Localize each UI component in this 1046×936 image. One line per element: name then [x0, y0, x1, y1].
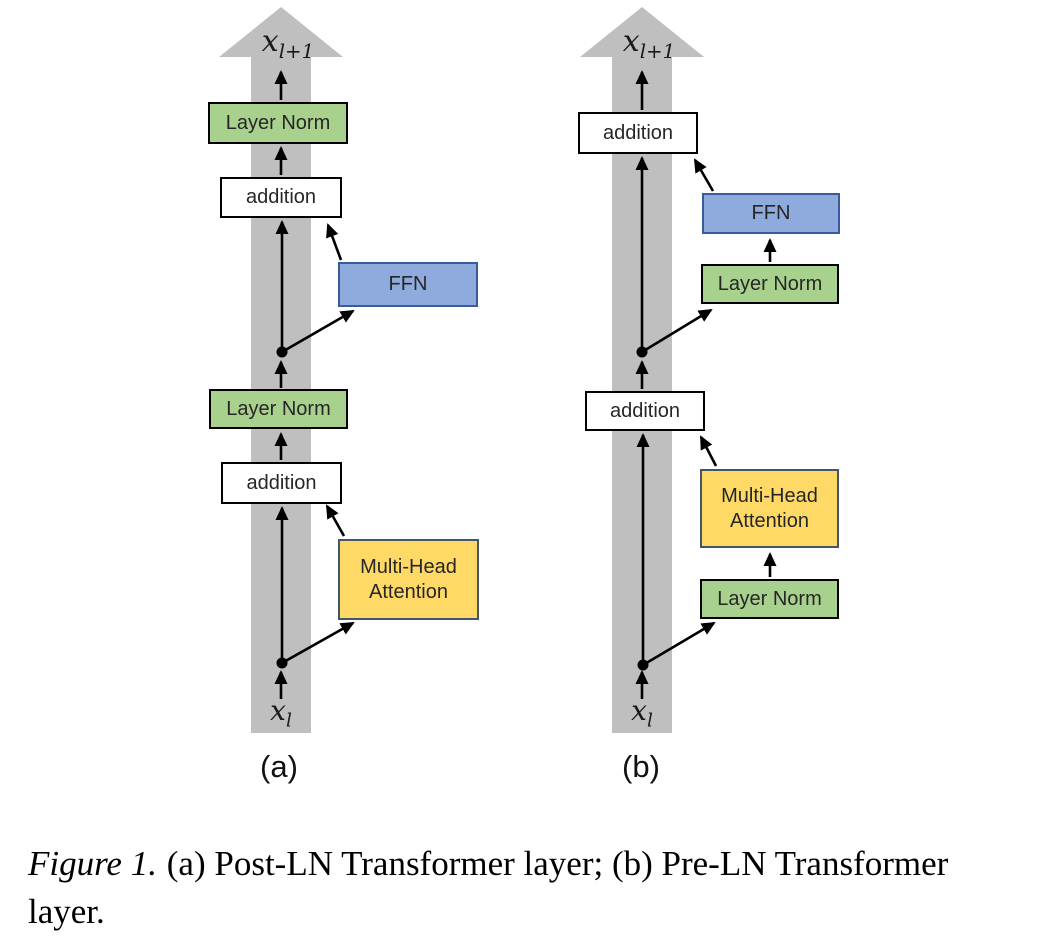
arrow-mha-to-add-a	[325, 504, 346, 537]
layer-norm-lower-box-b: Layer Norm	[700, 579, 839, 619]
input-label-a: xl	[211, 694, 351, 731]
layer-norm-upper-box-b: Layer Norm	[701, 264, 839, 304]
arrows-a	[274, 70, 355, 699]
arrow-ffn-to-add-a	[326, 223, 343, 261]
multi-head-attention-box-b: Multi-Head Attention	[700, 469, 839, 548]
figure-caption: Figure 1.(a) Post-LN Transformer layer; …	[28, 840, 1020, 936]
diagram-label-a: (a)	[260, 749, 298, 784]
mha-label-a: Multi-Head Attention	[360, 555, 457, 604]
diagram-label-b: (b)	[622, 749, 660, 784]
mha-label-line1-a: Multi-Head	[360, 556, 457, 579]
addition-upper-box-b: addition	[578, 112, 698, 154]
arrow-branch-to-ln2-b	[642, 621, 716, 667]
multi-head-attention-box-a: Multi-Head Attention	[338, 539, 479, 620]
math-base: x	[622, 24, 640, 59]
output-label-b: xl+1	[579, 24, 719, 62]
caption-text: (a) Post-LN Transformer layer; (b) Pre-L…	[28, 844, 949, 931]
ffn-box-a: FFN	[338, 262, 478, 307]
branch-dot-lower-b	[637, 659, 649, 671]
ffn-box-b: FFN	[702, 193, 840, 234]
branch-dot-upper-b	[636, 346, 648, 358]
output-label-a: xl+1	[218, 24, 358, 62]
layer-norm-upper-box-a: Layer Norm	[208, 102, 348, 144]
math-sub: l+1	[278, 40, 315, 63]
mha-label-line2-b: Attention	[730, 509, 809, 532]
band-arrowhead-b	[580, 7, 704, 57]
diagram-graphics	[219, 7, 777, 733]
branch-dot-upper-a	[276, 346, 288, 358]
math-base: x	[631, 694, 647, 727]
math-sub: l	[646, 710, 653, 732]
math-base: x	[270, 694, 286, 727]
math-sub: l	[285, 710, 292, 732]
input-label-b: xl	[572, 694, 712, 731]
branch-dot-lower-a	[276, 657, 288, 669]
addition-lower-box-b: addition	[585, 391, 705, 431]
layer-norm-lower-box-a: Layer Norm	[209, 389, 348, 429]
arrow-mha-to-add-b	[699, 435, 718, 467]
addition-lower-box-a: addition	[221, 462, 342, 504]
arrow-branch-to-ffn-a	[281, 309, 355, 354]
band-arrowhead-a	[219, 7, 343, 57]
math-base: x	[261, 24, 279, 59]
mha-label-line1-b: Multi-Head	[721, 485, 818, 508]
arrows-b	[635, 70, 777, 699]
math-sub: l+1	[639, 40, 676, 63]
arrow-branch-to-ln-b	[641, 308, 713, 354]
mha-label-b: Multi-Head Attention	[721, 484, 818, 533]
caption-figure-number: Figure 1.	[28, 844, 157, 883]
addition-upper-box-a: addition	[220, 177, 342, 218]
mha-label-line2-a: Attention	[369, 580, 448, 603]
arrow-ffn-to-add-b	[693, 158, 715, 192]
arrow-branch-to-mha-a	[281, 621, 355, 665]
